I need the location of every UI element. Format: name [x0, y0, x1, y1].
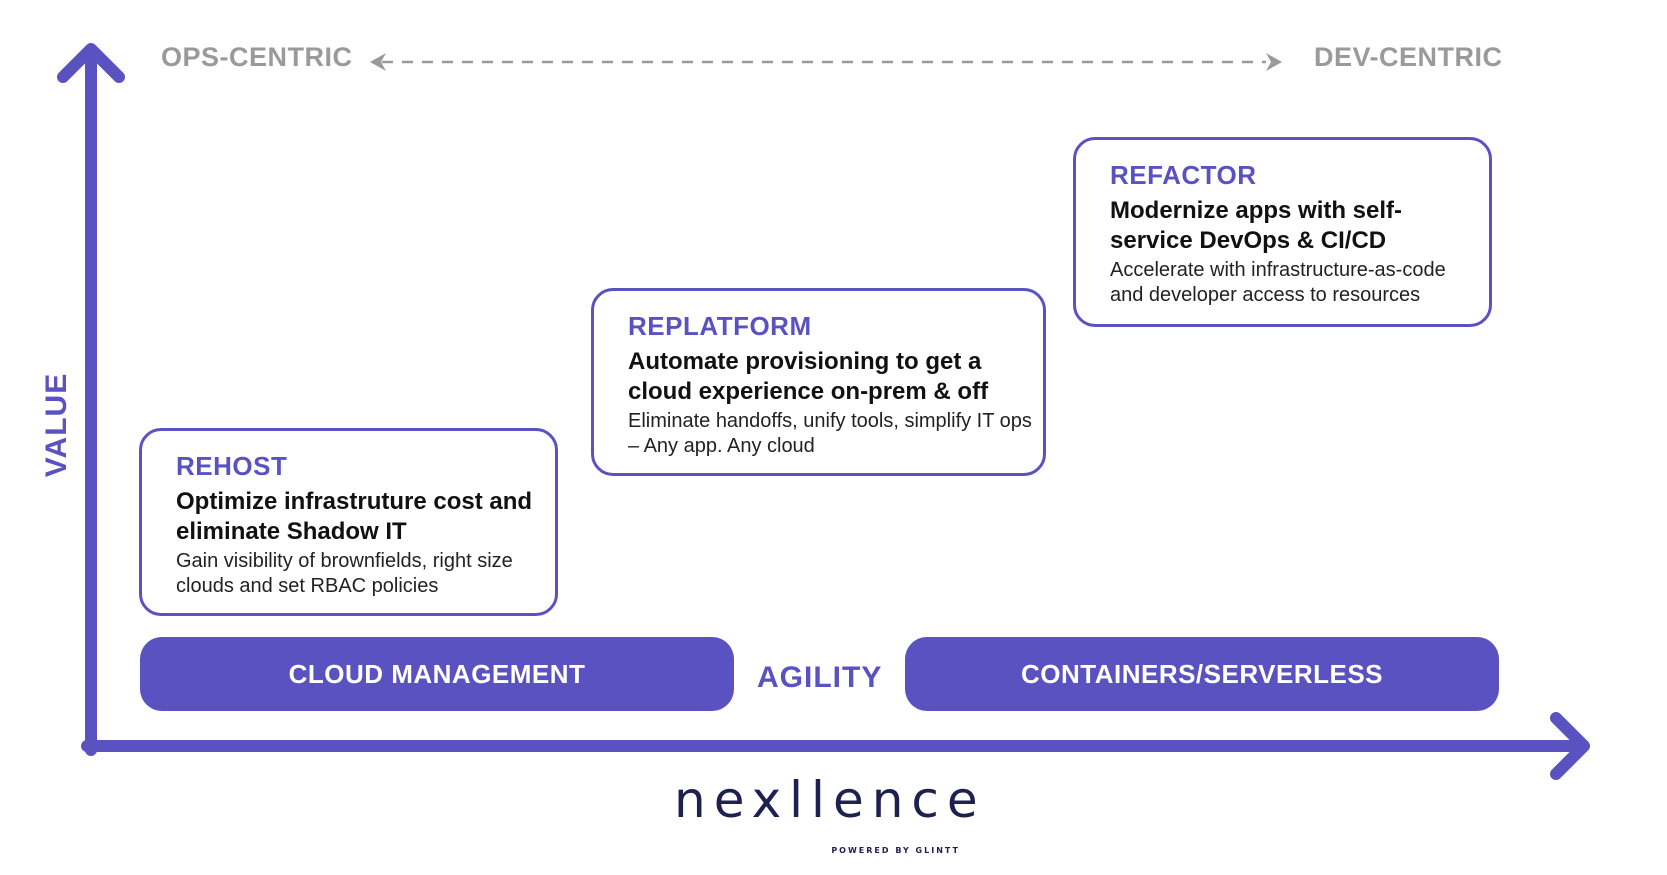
replatform-headline: Automate provisioning to get a cloud exp… [628, 348, 989, 405]
cloud-management-pill: CLOUD MANAGEMENT [140, 637, 734, 711]
refactor-title: REFACTOR [1110, 160, 1257, 190]
nexllence-logo: nexllence [674, 771, 986, 829]
x-axis-arrowhead [1550, 712, 1590, 780]
dashed-arrow-left-head [370, 53, 386, 71]
replatform-description: Eliminate handoffs, unify tools, simplif… [628, 410, 1032, 457]
replatform-box: REPLATFORM Automate provisioning to get … [591, 288, 1046, 476]
refactor-description: Accelerate with infrastructure-as-code a… [1110, 259, 1446, 306]
agility-axis-label: AGILITY [757, 661, 883, 694]
logo-tagline: POWERED BY GLINTT [831, 846, 960, 855]
rehost-title: REHOST [176, 451, 288, 481]
rehost-box: REHOST Optimize infrastruture cost and e… [139, 428, 558, 616]
ops-centric-label: OPS-CENTRIC [161, 42, 353, 72]
refactor-box: REFACTOR Modernize apps with self-servic… [1073, 137, 1492, 327]
replatform-title: REPLATFORM [628, 311, 812, 341]
y-axis-arrowhead [57, 43, 125, 83]
refactor-headline: Modernize apps with self-service DevOps … [1110, 197, 1403, 254]
dashed-arrow-right-head [1266, 53, 1282, 71]
rehost-description: Gain visibility of brownfields, right si… [176, 550, 513, 597]
rehost-headline: Optimize infrastruture cost and eliminat… [176, 488, 533, 545]
value-axis-label: VALUE [40, 372, 73, 478]
dev-centric-label: DEV-CENTRIC [1314, 42, 1503, 72]
containers-serverless-pill: CONTAINERS/SERVERLESS [905, 637, 1499, 711]
